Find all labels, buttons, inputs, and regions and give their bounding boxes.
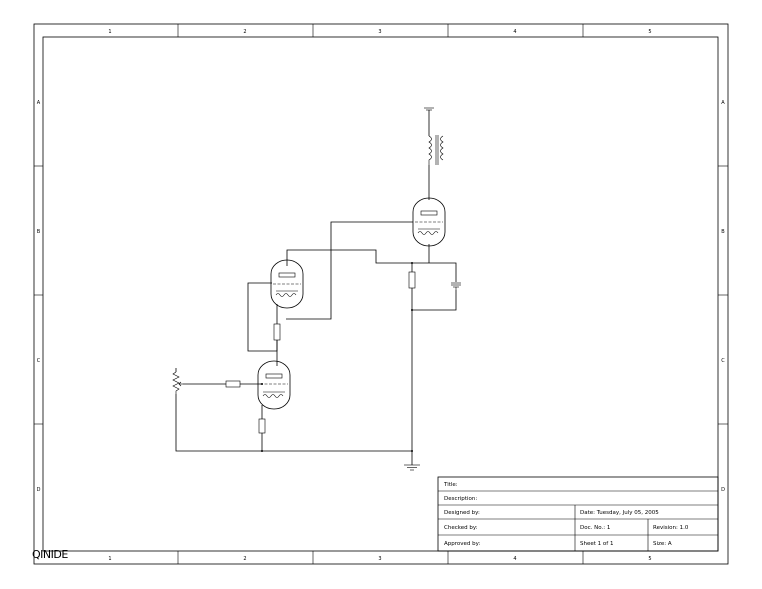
designed-by-label: Designed by: [444, 510, 480, 516]
junction-dots [261, 262, 413, 452]
row-label-left: B [37, 229, 41, 235]
column-label-top: 5 [648, 29, 651, 35]
column-label-top: 2 [243, 29, 246, 35]
approved-by-label: Approved by: [444, 541, 480, 547]
row-label-left: D [37, 487, 41, 493]
revision-label: Revision: 1.0 [653, 525, 689, 531]
description-label: Description: [444, 496, 477, 502]
resistor-icon [225, 380, 241, 388]
column-label-bottom: 4 [513, 556, 516, 562]
antenna-icon [424, 107, 434, 111]
column-label-top: 3 [378, 29, 381, 35]
vacuum-tube-icon [270, 259, 304, 309]
title-block: Title: Description: Designed by: Date: T… [437, 476, 719, 552]
column-label-top: 4 [513, 29, 516, 35]
column-label-top: 1 [108, 29, 111, 35]
date-label: Date: Tuesday, July 05, 2005 [580, 510, 659, 516]
resistor-icon [408, 271, 416, 289]
row-label-right: A [721, 100, 725, 106]
battery-icon [451, 282, 461, 290]
row-label-left: C [37, 358, 41, 364]
potentiometer-icon [172, 371, 183, 394]
doc-no-label: Doc. No.: 1 [580, 525, 610, 531]
column-label-bottom: 1 [108, 556, 111, 562]
title-label: Title: [443, 482, 458, 488]
row-label-right: B [721, 229, 725, 235]
vacuum-tube-icon [257, 360, 291, 410]
zone-labels: 1 2 3 4 5 1 2 3 4 5 A B C D A B C D [37, 29, 726, 562]
size-label: Size: A [653, 541, 672, 547]
column-label-bottom: 5 [648, 556, 651, 562]
checked-by-label: Checked by: [444, 525, 478, 531]
column-label-bottom: 3 [378, 556, 381, 562]
ground-icon [404, 464, 420, 471]
schematic-wires [175, 110, 457, 465]
column-label-bottom: 2 [243, 556, 246, 562]
qucs-logo: QINIDE [32, 548, 68, 561]
vacuum-tube-icon [412, 197, 446, 247]
resistor-icon [273, 323, 281, 341]
sheet-frame [33, 23, 729, 565]
sheet-number-label: Sheet 1 of 1 [580, 541, 613, 547]
row-label-right: C [721, 358, 725, 364]
transformer-icon [428, 135, 444, 165]
row-label-left: A [37, 100, 41, 106]
row-label-right: D [721, 487, 725, 493]
resistor-icon [258, 418, 266, 434]
